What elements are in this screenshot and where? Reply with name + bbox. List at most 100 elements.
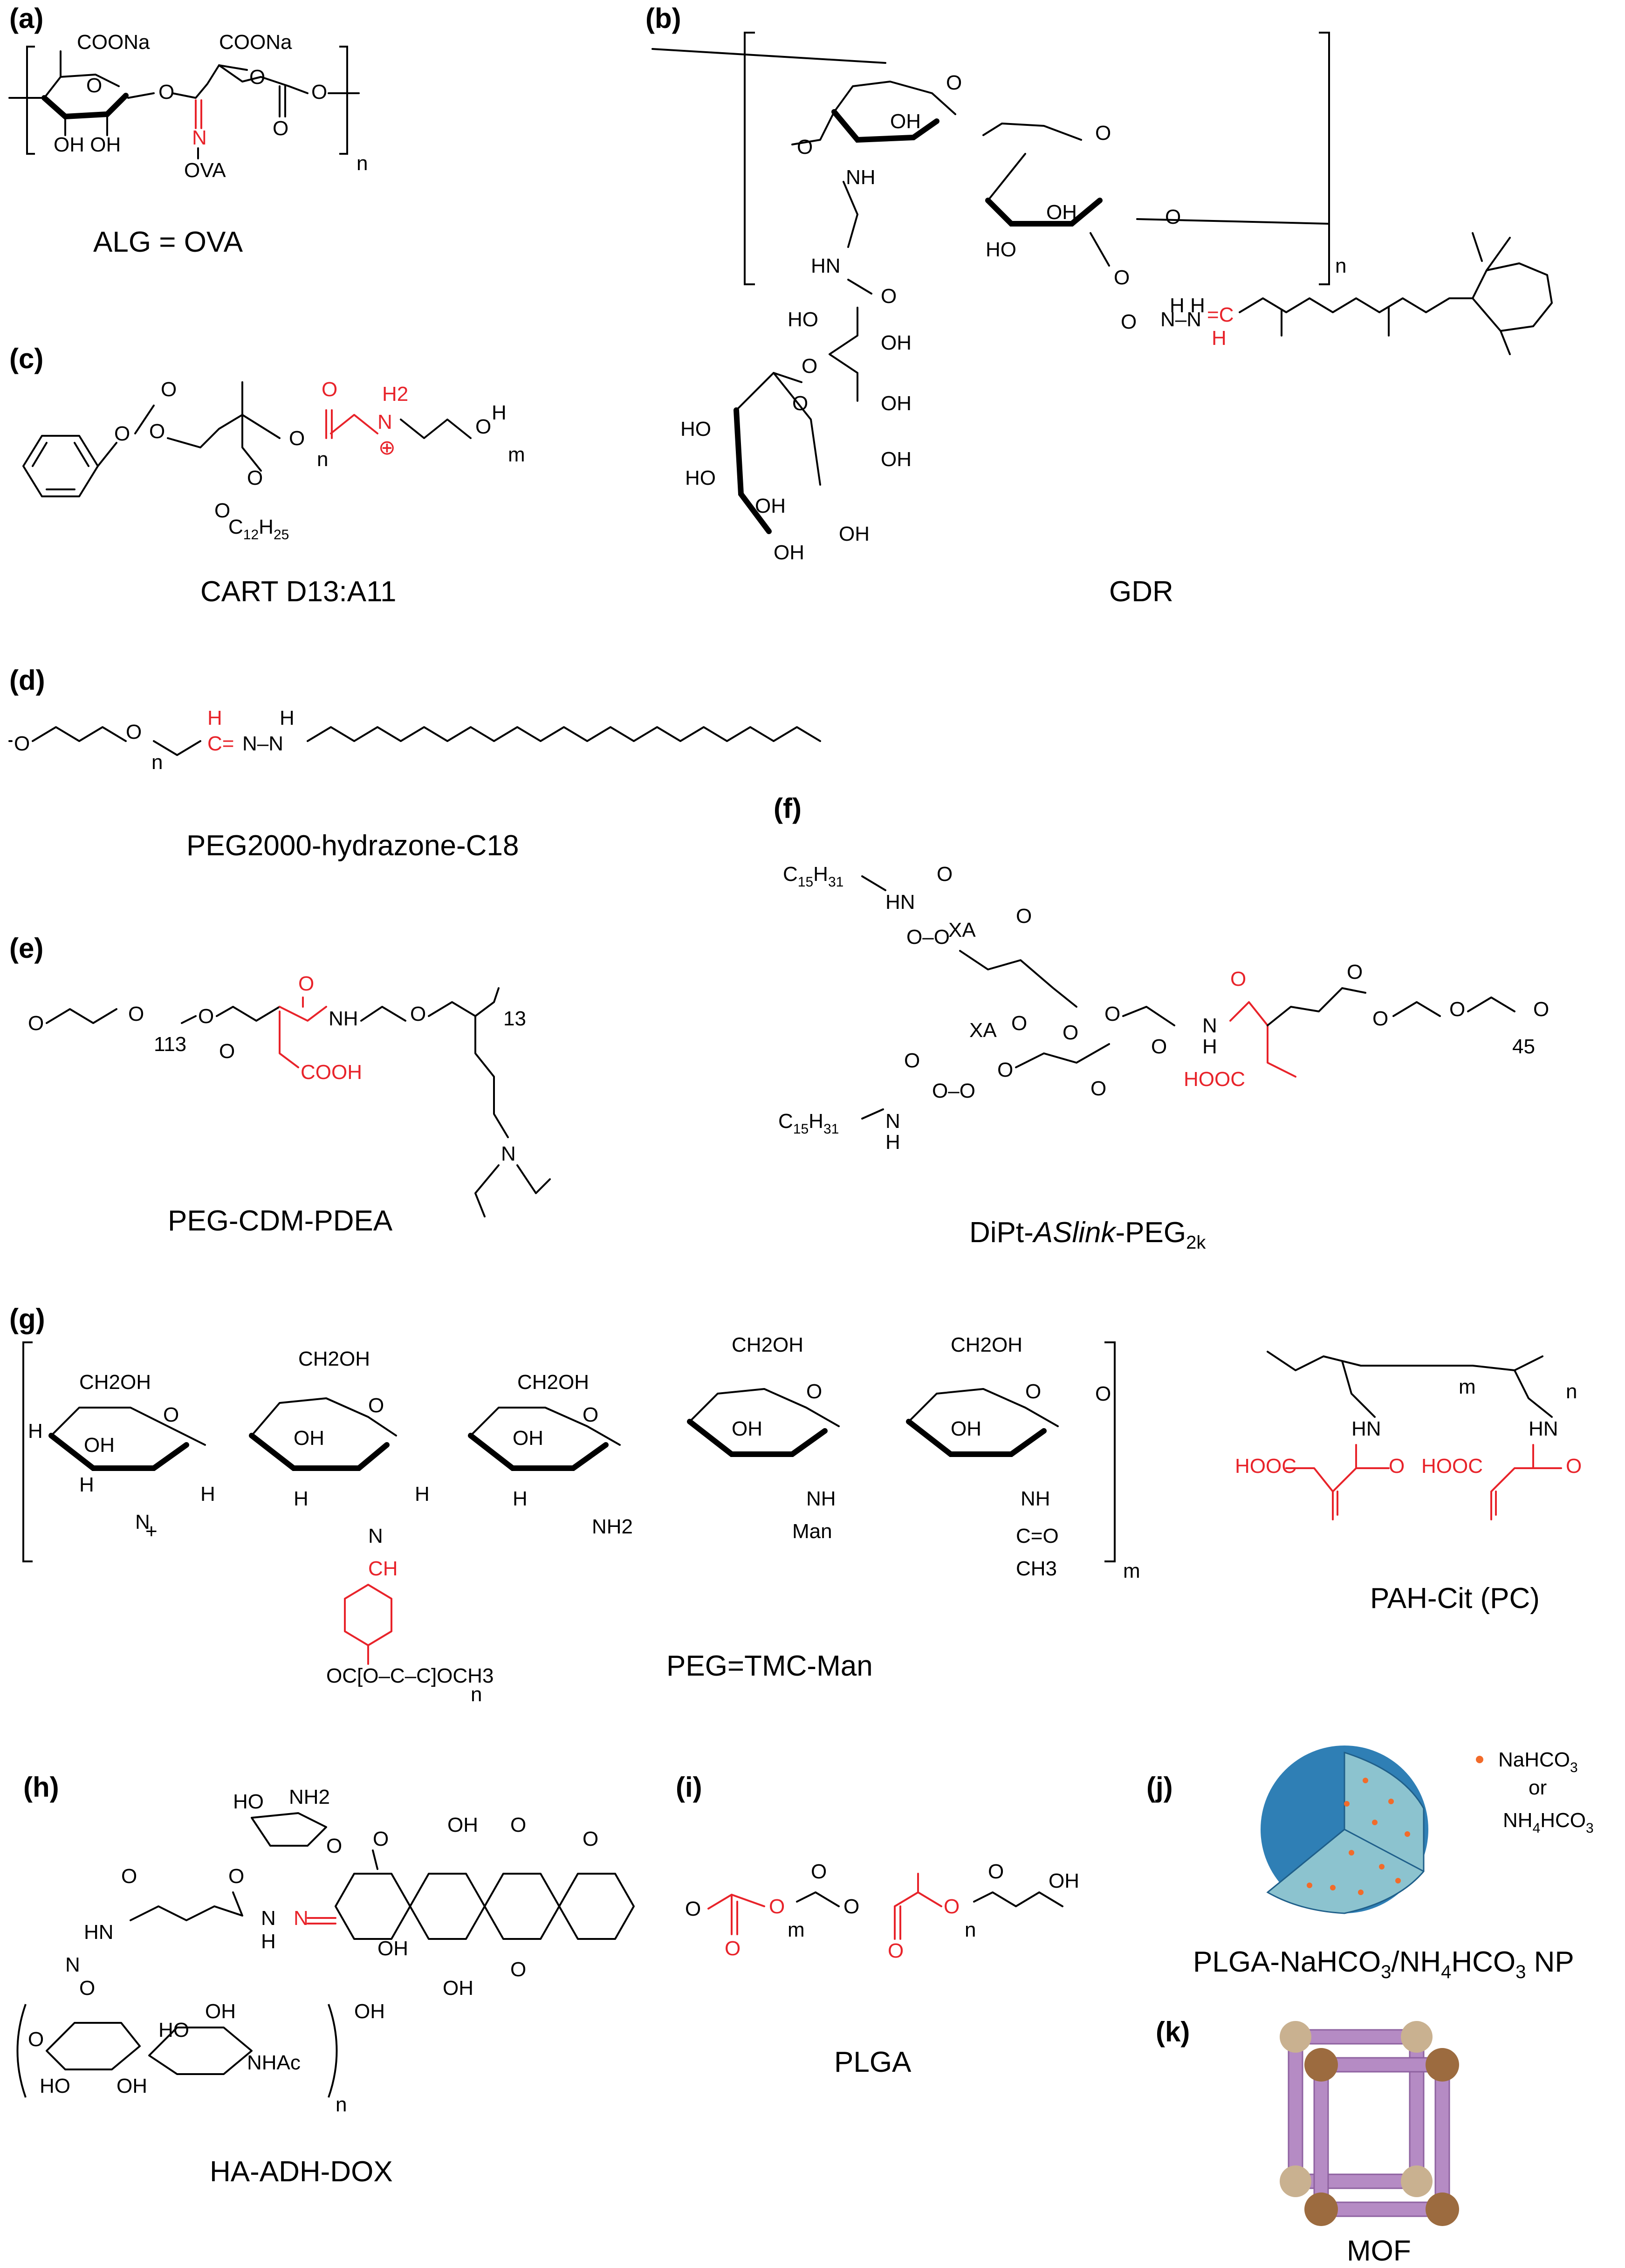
atom-h: H — [294, 1487, 309, 1510]
bond — [46, 1008, 117, 1024]
bond — [847, 279, 872, 295]
atom-oh: OH — [1049, 1869, 1079, 1892]
atom-o-red: O — [298, 972, 314, 995]
atom-hooc: HOOC — [1235, 1455, 1296, 1478]
nanoparticle-dots — [1307, 1778, 1410, 1895]
atom-label-coona-1: COONa — [77, 31, 150, 54]
atom-oh: OH — [84, 1434, 115, 1457]
atom-o: O — [1151, 1035, 1167, 1058]
bond — [372, 1849, 378, 1870]
atom-o: O — [79, 1977, 95, 2000]
panel-c-label: (c) — [9, 343, 43, 374]
bond — [360, 1006, 406, 1022]
atom-ho: HO — [986, 238, 1016, 261]
panel-j-label: (j) — [1146, 1772, 1173, 1803]
atom-h: H — [28, 1420, 43, 1443]
panel-a-label: (a) — [9, 3, 43, 34]
bond — [987, 153, 1026, 201]
atom-n-red: N — [377, 411, 392, 433]
bond — [833, 81, 956, 115]
atom-o: O — [86, 74, 102, 97]
panel-b-caption: GDR — [1109, 576, 1173, 608]
atom-o: O — [881, 285, 897, 308]
atom-o: O — [163, 1403, 179, 1426]
atom-ester: OC[O–C–C]OCH3 — [326, 1664, 494, 1687]
atom-nh: N — [1202, 1014, 1217, 1037]
atom-o-red: O — [1566, 1455, 1582, 1478]
bond — [1122, 1006, 1175, 1026]
bond-ring-d — [558, 1873, 635, 1940]
panel-j-caption: PLGA-NaHCO3/NH4HCO3 NP — [1193, 1946, 1574, 1982]
legend-nh4hco3: NH4HCO3 — [1503, 1809, 1594, 1836]
atom-n-plus: N — [135, 1511, 150, 1533]
atom-o: O — [311, 81, 327, 103]
atom-h: H — [280, 707, 295, 729]
atom-h: H — [1202, 1035, 1217, 1058]
bond-ring — [251, 1812, 327, 1847]
atom-oh: OH — [774, 541, 804, 564]
bond-ring-a — [335, 1873, 411, 1940]
panel-d-caption: PEG2000-hydrazone-C18 — [186, 830, 519, 862]
atom-o: O — [583, 1828, 598, 1850]
bond — [127, 92, 155, 99]
atom-nh: N — [885, 1110, 900, 1133]
bond — [973, 1891, 1063, 1907]
bracket-right — [1104, 1341, 1116, 1562]
atom-man: Man — [792, 1520, 832, 1543]
bond — [861, 1108, 884, 1120]
panel-e-caption: PEG-CDM-PDEA — [168, 1205, 393, 1237]
atom-ho: HO — [788, 308, 818, 331]
bond — [470, 1407, 621, 1446]
atom-o-red: O — [322, 378, 337, 401]
atom-n-red: N — [192, 126, 207, 149]
bond-benzene-inner — [32, 442, 89, 490]
atom-n: N — [368, 1525, 383, 1547]
atom-h-red: H — [1212, 327, 1227, 350]
bond — [8, 726, 127, 742]
atom-h: H — [79, 1473, 94, 1496]
panel-g-label: (g) — [9, 1303, 45, 1334]
atom-o: O — [1063, 1021, 1078, 1044]
bond-bold — [906, 1419, 1047, 1457]
bond — [171, 64, 220, 99]
atom-ch2oh: CH2OH — [732, 1333, 803, 1356]
panel-f-label: (f) — [774, 793, 802, 824]
bond — [791, 111, 835, 145]
atom-o: O — [128, 1003, 144, 1025]
bond — [829, 307, 858, 402]
mof-linkers — [1288, 2029, 1450, 2217]
atom-o: O — [1095, 122, 1111, 144]
bond-bold — [734, 407, 772, 534]
bond-red — [1285, 1467, 1334, 1492]
panel-g: (g) CH2OH O H OH H H N + CH2OH O OH H H … — [9, 1303, 1140, 1706]
atom-o-red: O — [1389, 1455, 1405, 1478]
bond — [773, 372, 821, 486]
atom-o: O — [1025, 1380, 1041, 1403]
atom-n-red: =C — [1207, 303, 1234, 326]
bond-red-benzene — [344, 1584, 392, 1646]
atom-o: O — [410, 1003, 426, 1025]
bracket-right — [1319, 32, 1330, 285]
atom-hn: HN — [84, 1921, 114, 1944]
atom-o: O — [28, 1012, 44, 1035]
atom-oh: OH — [117, 2075, 147, 2097]
panel-i-label: (i) — [676, 1772, 702, 1803]
atom-h: H — [200, 1483, 215, 1505]
bond-red — [307, 1917, 336, 1924]
bond — [1136, 218, 1329, 225]
atom-oh: OH — [951, 1417, 981, 1440]
atom-label-oh-oh: OH OH — [54, 133, 121, 156]
panel-e: (e) O O 113 O O O COOH NH O 13 N PEG-CDM… — [9, 933, 551, 1237]
atom-o: O — [214, 499, 230, 522]
atom-hooc: HOOC — [1184, 1068, 1245, 1091]
bracket-right — [328, 2004, 338, 2098]
panel-h-caption: HA-ADH-DOX — [210, 2156, 393, 2188]
atom-ho: HO — [680, 418, 711, 440]
atom-c15: C15H31 — [783, 863, 843, 890]
atom-o: O — [792, 392, 808, 415]
bond — [216, 1006, 281, 1022]
repeat-13: 13 — [503, 1007, 526, 1030]
atom-o: O — [1114, 266, 1130, 289]
atom-oh: OH — [443, 1977, 473, 2000]
